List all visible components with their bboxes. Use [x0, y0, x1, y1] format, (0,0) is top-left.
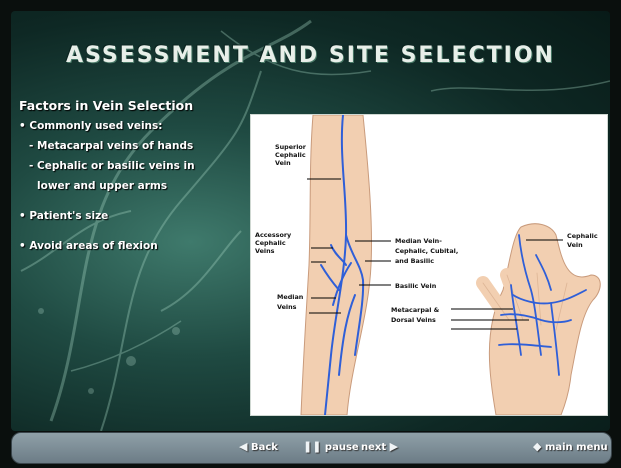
- menu-arrow-icon: ◆: [533, 440, 541, 453]
- pause-label: pause: [325, 442, 359, 453]
- bullet-arms: lower and upper arms: [19, 176, 254, 196]
- pause-icon: ❚❚: [303, 440, 321, 453]
- bullet-cephalic-basilic: - Cephalic or basilic veins in: [19, 156, 254, 176]
- vein-illustration: Superior Cephalic Vein Accessory Cephali…: [251, 115, 607, 415]
- vein-diagram: Superior Cephalic Vein Accessory Cephali…: [250, 114, 608, 416]
- back-label: Back: [251, 442, 278, 453]
- next-label: next: [361, 442, 386, 453]
- label-superior-cephalic: Superior Cephalic Vein: [275, 143, 308, 167]
- next-button[interactable]: next ▶: [361, 440, 398, 456]
- bullet-patient-size: • Patient's size: [19, 206, 254, 226]
- label-median-veins: Median Veins: [277, 293, 306, 311]
- label-median-vein-cubital: Median Vein- Cephalic, Cubital, and Basi…: [395, 237, 461, 265]
- slide-screen: ASSESSMENT AND SITE SELECTION Factors in…: [11, 11, 610, 431]
- content-panel: Factors in Vein Selection • Commonly use…: [19, 96, 254, 256]
- label-cephalic-vein: Cephalic Vein: [567, 232, 600, 249]
- forearm-shape: [301, 115, 372, 415]
- pause-button[interactable]: ❚❚ pause: [303, 440, 359, 456]
- page-title: ASSESSMENT AND SITE SELECTION: [11, 43, 610, 68]
- bullet-common-veins: • Commonly used veins:: [19, 116, 254, 136]
- bullet-flexion: • Avoid areas of flexion: [19, 236, 254, 256]
- back-button[interactable]: ◀ Back: [239, 440, 278, 456]
- bullet-metacarpal: - Metacarpal veins of hands: [19, 136, 254, 156]
- label-accessory-cephalic: Accessory Cephalic Veins: [255, 231, 293, 255]
- arrow-left-icon: ◀: [239, 440, 247, 453]
- main-menu-button[interactable]: ◆ main menu: [533, 440, 608, 456]
- main-menu-label: main menu: [545, 442, 608, 453]
- navigation-bar: ◀ Back ❚❚ pause next ▶ ◆ main menu: [11, 432, 612, 464]
- label-metacarpal-dorsal: Metacarpal & Dorsal Veins: [391, 306, 441, 324]
- content-heading: Factors in Vein Selection: [19, 96, 254, 116]
- arrow-right-icon: ▶: [390, 440, 398, 453]
- label-basilic-vein: Basilic Vein: [395, 282, 437, 290]
